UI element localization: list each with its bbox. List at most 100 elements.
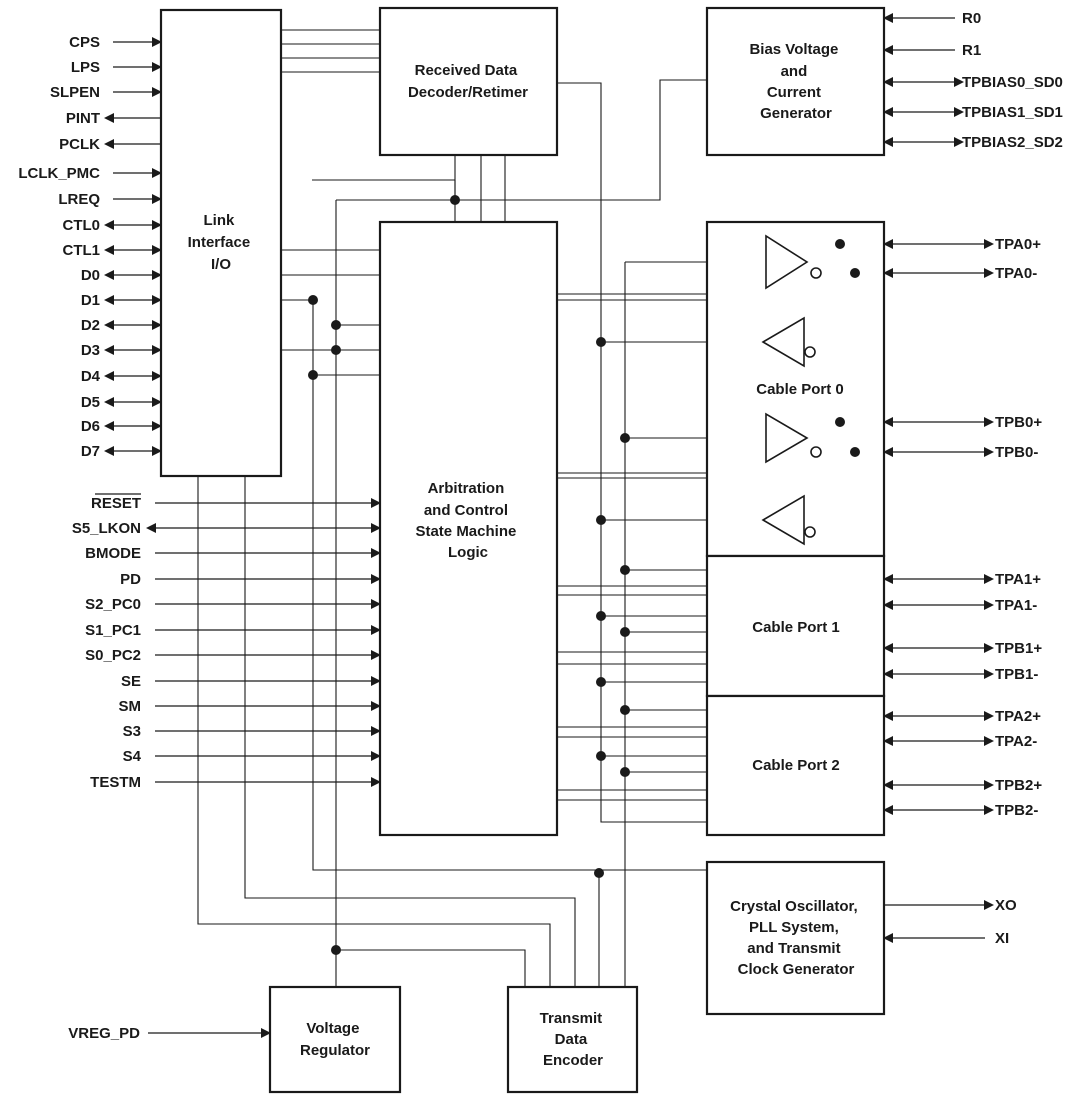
pin-lclk-pmc: LCLK_PMC (18, 165, 162, 182)
bias-block (705, 6, 886, 157)
pin-pclk: PCLK (59, 136, 161, 153)
pin-se: SE (121, 673, 381, 690)
pin-tpa0: TPA0+ (883, 236, 1041, 253)
pin-cps: CPS (69, 34, 162, 51)
pin-label-r1: R1 (962, 42, 981, 59)
pin-tpb0: TPB0+ (883, 414, 1042, 431)
link-interface-block (159, 8, 283, 478)
pin-s3: S3 (123, 723, 381, 740)
pin-r0: R0 (883, 10, 981, 27)
pin-tpa2: TPA2+ (883, 708, 1041, 725)
pin-s1-pc1: S1_PC1 (85, 622, 381, 639)
crystal-oscillator-block (705, 860, 886, 1016)
pin-pint: PINT (66, 110, 161, 127)
pin-label-d1: D1 (81, 292, 100, 309)
pin-lps: LPS (71, 59, 162, 76)
pin-s0-pc2: S0_PC2 (85, 647, 381, 664)
pin-tpb1: TPB1+ (883, 640, 1042, 657)
pin-d5: D5 (81, 394, 162, 411)
pin-label-tpb2: TPB2+ (995, 777, 1042, 794)
pin-d7: D7 (81, 443, 162, 460)
cable-port-2-block (705, 694, 886, 837)
pin-s2-pc0: S2_PC0 (85, 596, 381, 613)
pin-label-testm: TESTM (90, 774, 141, 791)
pin-label-bmode: BMODE (85, 545, 141, 562)
pin-label-pint: PINT (66, 110, 100, 127)
pin-label-s1-pc1: S1_PC1 (85, 622, 141, 639)
pin-s4: S4 (123, 748, 381, 765)
pin-tpb0: TPB0- (883, 444, 1038, 461)
pin-label-ctl1: CTL1 (63, 242, 101, 259)
pin-bmode: BMODE (85, 545, 381, 562)
pin-reset: RESET (91, 493, 381, 512)
pin-label-d2: D2 (81, 317, 100, 334)
pin-label-vreg-pd: VREG_PD (68, 1025, 140, 1042)
pin-label-tpb0: TPB0- (995, 444, 1038, 461)
pin-sm: SM (119, 698, 381, 715)
pin-label-cps: CPS (69, 34, 100, 51)
pin-label-tpa1: TPA1- (995, 597, 1037, 614)
pin-label-d5: D5 (81, 394, 100, 411)
pin-testm: TESTM (90, 774, 381, 791)
pin-label-s0-pc2: S0_PC2 (85, 647, 141, 664)
pin-label-tpa2: TPA2+ (995, 708, 1041, 725)
pin-d2: D2 (81, 317, 162, 334)
decoder-label: Received Data Decoder/Retimer (408, 62, 528, 101)
transmit-encoder-label: Transmit Data Encoder (540, 1010, 607, 1069)
pin-label-s3: S3 (123, 723, 141, 740)
pin-tpbias0-sd0: TPBIAS0_SD0 (883, 74, 1063, 91)
pin-ctl1: CTL1 (63, 242, 162, 259)
pin-label-d7: D7 (81, 443, 100, 460)
pin-ctl0: CTL0 (63, 217, 162, 234)
pin-d1: D1 (81, 292, 162, 309)
pin-tpbias2-sd2: TPBIAS2_SD2 (883, 134, 1063, 151)
arbitration-label: Arbitration and Control State Machine Lo… (415, 480, 520, 561)
pin-label-s4: S4 (123, 748, 142, 765)
pin-tpa2: TPA2- (883, 733, 1037, 750)
crystal-oscillator-label: Crystal Oscillator, PLL System, and Tran… (730, 898, 862, 978)
pin-label-tpb0: TPB0+ (995, 414, 1042, 431)
pin-label-sm: SM (119, 698, 142, 715)
pin-label-reset: RESET (91, 495, 141, 512)
pin-tpb1: TPB1- (883, 666, 1038, 683)
pin-label-s2-pc0: S2_PC0 (85, 596, 141, 613)
pin-label-tpbias0-sd0: TPBIAS0_SD0 (962, 74, 1063, 91)
cable-port-2-label: Cable Port 2 (752, 757, 840, 774)
pin-tpbias1-sd1: TPBIAS1_SD1 (883, 104, 1063, 121)
pin-d4: D4 (81, 368, 162, 385)
pin-label-tpb1: TPB1+ (995, 640, 1042, 657)
pin-label-xo: XO (995, 897, 1017, 914)
pin-label-tpbias2-sd2: TPBIAS2_SD2 (962, 134, 1063, 151)
pin-label-d3: D3 (81, 342, 100, 359)
pin-pd: PD (120, 571, 381, 588)
pin-label-lps: LPS (71, 59, 100, 76)
voltage-regulator-block (268, 985, 402, 1094)
tpa0-transmit-buffer (765, 234, 822, 290)
pin-xo: XO (884, 897, 1017, 914)
pin-label-tpa2: TPA2- (995, 733, 1037, 750)
pin-lreq: LREQ (58, 191, 162, 208)
pin-slpen: SLPEN (50, 84, 162, 101)
link-interface-label: Link Interface I/O (188, 212, 255, 273)
pin-tpa1: TPA1+ (883, 571, 1041, 588)
pin-d0: D0 (81, 267, 162, 284)
cable-port-0-label: Cable Port 0 (756, 381, 844, 398)
pin-tpa0: TPA0- (883, 265, 1037, 282)
pin-label-d4: D4 (81, 368, 101, 385)
pin-d6: D6 (81, 418, 162, 435)
decoder-block (378, 6, 559, 157)
pin-label-slpen: SLPEN (50, 84, 100, 101)
cable-port-1-label: Cable Port 1 (752, 619, 840, 636)
cable-port-1-block (705, 554, 886, 698)
pin-tpa1: TPA1- (883, 597, 1037, 614)
tpb0-receive-buffer (761, 494, 816, 546)
pin-label-lreq: LREQ (58, 191, 100, 208)
pin-label-xi: XI (995, 930, 1009, 947)
bias-label: Bias Voltage and Current Generator (749, 41, 842, 122)
arbitration-block (378, 220, 559, 837)
pin-label-tpa0: TPA0+ (995, 236, 1041, 253)
pin-label-s5-lkon: S5_LKON (72, 520, 141, 537)
pin-label-tpa0: TPA0- (995, 265, 1037, 282)
pin-label-se: SE (121, 673, 141, 690)
internal-wiring (197, 29, 766, 987)
